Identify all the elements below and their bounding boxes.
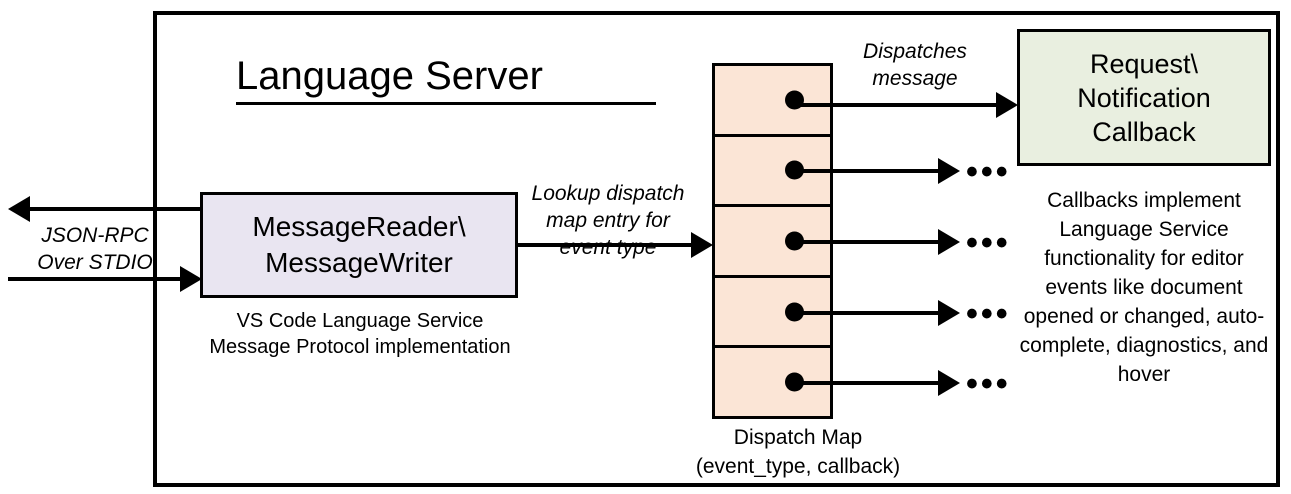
jsonrpc-outgoing-line [30, 207, 205, 211]
dispatch-row5-line [790, 381, 946, 385]
dispatch-row5-ellipsis: ••• [966, 365, 1011, 403]
edge-label-lookup-dispatch: Lookup dispatch map entry for event type [508, 180, 708, 261]
edge-label-jsonrpc: JSON-RPC Over STDIO [10, 222, 180, 276]
edge-label-lookup-line2: map entry for [546, 209, 670, 232]
callback-caption: Callbacks implement Language Service fun… [1019, 189, 1269, 386]
lookup-dispatch-line [517, 243, 697, 247]
edge-label-jsonrpc-line2: Over STDIO [37, 251, 153, 274]
edge-label-dispatches-message: Dispatches message [830, 38, 1000, 92]
dispatch-map-caption-line2: (event_type, callback) [695, 455, 901, 478]
dispatch-row1-line [790, 103, 1013, 107]
dispatch-row3-arrowhead [938, 229, 960, 255]
callback-label-line3: Callback [1092, 116, 1196, 147]
messagereader-label-line2: MessageWriter [265, 247, 453, 278]
jsonrpc-incoming-line [8, 277, 186, 281]
messagereader-caption-line1: VS Code Language Service [236, 310, 484, 332]
request-notification-callback-box[interactable]: Request\ Notification Callback [1017, 29, 1271, 166]
page-title: Language Server [236, 52, 656, 105]
dispatch-row3-line [790, 240, 946, 244]
edge-label-jsonrpc-line1: JSON-RPC [41, 224, 149, 247]
dispatch-row4-line [790, 311, 946, 315]
edge-label-lookup-line1: Lookup dispatch [531, 182, 685, 205]
edge-label-dispatches-line2: message [872, 67, 958, 90]
lookup-dispatch-arrowhead [691, 232, 713, 258]
dispatch-row4-arrowhead [938, 300, 960, 326]
language-server-boundary [153, 11, 1280, 487]
edge-label-dispatches-line1: Dispatches [863, 40, 967, 63]
dispatch-row4-ellipsis: ••• [966, 295, 1011, 333]
dispatch-row2-ellipsis: ••• [966, 153, 1011, 191]
dispatch-row1-arrowhead [996, 92, 1018, 118]
jsonrpc-outgoing-arrowhead [8, 196, 30, 222]
dispatch-map-caption-line1: Dispatch Map [733, 426, 863, 449]
messagereader-caption: VS Code Language Service Message Protoco… [190, 308, 530, 360]
dispatch-row5-arrowhead [938, 370, 960, 396]
callback-label-line1: Request\ [1089, 48, 1199, 79]
dispatch-row2-line [790, 169, 946, 173]
dispatch-row2-arrowhead [938, 158, 960, 184]
messagereader-label-line1: MessageReader\ [252, 211, 466, 242]
edge-label-lookup-line3: event type [559, 236, 657, 259]
messagereader-messagewriter-box[interactable]: MessageReader\ MessageWriter [200, 192, 518, 298]
dispatch-map-caption: Dispatch Map (event_type, callback) [648, 423, 948, 481]
dispatch-map-row[interactable] [715, 66, 830, 137]
callback-label-line2: Notification [1077, 82, 1211, 113]
dispatch-row3-ellipsis: ••• [966, 224, 1011, 262]
messagereader-caption-line2: Message Protocol implementation [209, 336, 511, 358]
jsonrpc-incoming-arrowhead [180, 266, 202, 292]
